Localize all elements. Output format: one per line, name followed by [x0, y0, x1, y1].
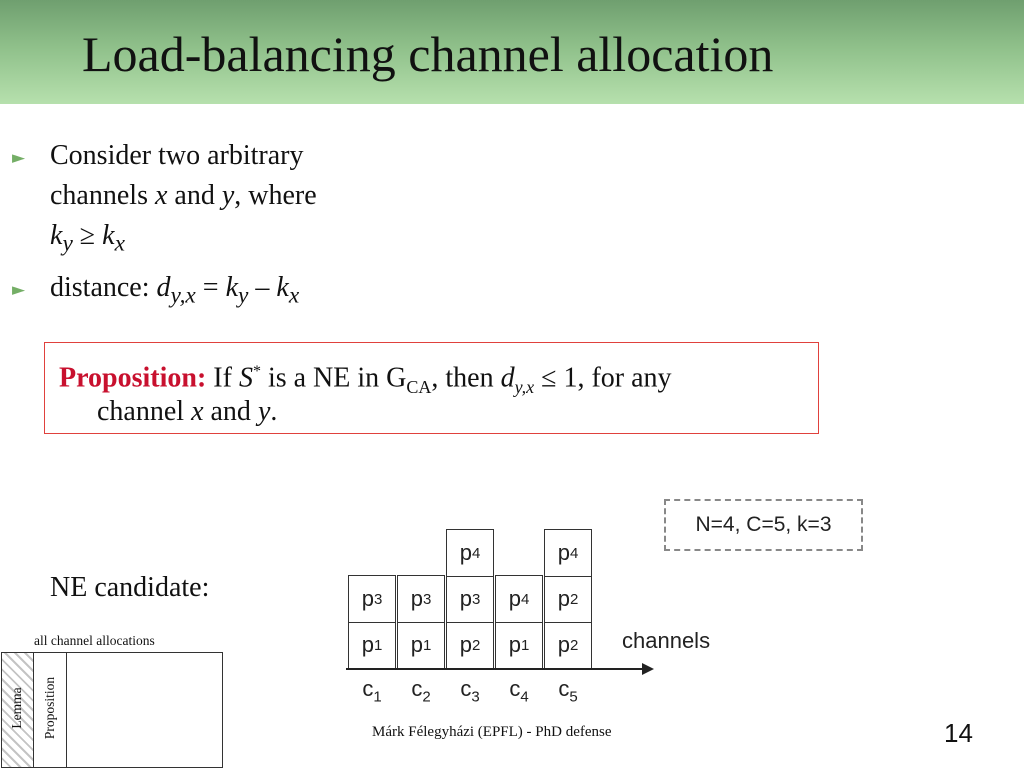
- channel-label: c1: [362, 676, 382, 706]
- channel-label: c5: [558, 676, 578, 706]
- bullet-arrow-icon: ►: [12, 148, 26, 168]
- proposition-label: Proposition:: [59, 362, 207, 394]
- parameters-box: N=4, C=5, k=3: [664, 499, 863, 551]
- channel-label: c2: [411, 676, 431, 706]
- proposition-line-1: Proposition: If S* is a NE in GCA, then …: [59, 362, 672, 397]
- footer-text: Márk Félegyházi (EPFL) - PhD defense: [372, 724, 612, 740]
- bullet-2: distance: dy,x = ky – kx: [50, 272, 300, 309]
- proposition-set-label: Proposition: [42, 676, 57, 740]
- lemma-label: Lemma: [9, 687, 24, 729]
- bullet-1-line-1: Consider two arbitrary: [50, 140, 304, 171]
- channels-axis: [346, 668, 646, 670]
- channel-label: c3: [460, 676, 480, 706]
- bullet-1: Consider two arbitrary channels x and y,…: [50, 136, 317, 264]
- channel-label: c4: [509, 676, 529, 706]
- proposition-set: [33, 652, 67, 768]
- bullet-1-line-2: channels x and y, where: [50, 180, 317, 211]
- proposition-box: Proposition: If S* is a NE in GCA, then …: [44, 342, 819, 434]
- diagram-caption: all channel allocations: [34, 633, 155, 648]
- page-number: 14: [944, 718, 973, 748]
- proposition-line-2: channel x and y.: [97, 396, 278, 427]
- axis-arrow-icon: [642, 663, 654, 675]
- bullet-1-line-3: ky ≥ kx: [50, 220, 125, 257]
- slide-title: Load-balancing channel allocation: [82, 26, 774, 82]
- channels-axis-label: channels: [622, 628, 711, 653]
- ne-candidate-label: NE candidate:: [50, 572, 210, 603]
- title-bar: [0, 0, 1024, 104]
- bullet-arrow-icon: ►: [12, 280, 26, 300]
